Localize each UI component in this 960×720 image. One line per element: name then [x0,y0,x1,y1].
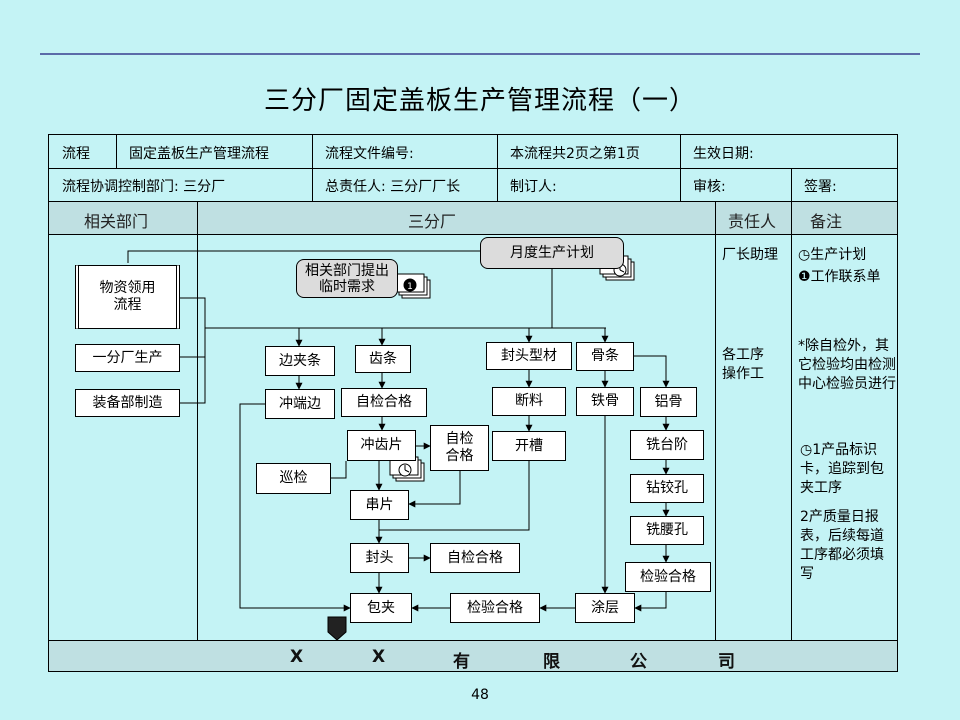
col-owner-header: 责任人 [728,212,777,231]
node-mill-waist: 铣腰孔 [630,516,704,545]
node-punch-edge: 冲端边 [265,389,335,419]
page-title: 三分厂固定盖板生产管理流程（一） [263,86,696,116]
node-monthly-plan: 月度生产计划 [480,237,624,269]
header-effective-date: 生效日期: [693,146,754,162]
node-seal-head: 封头 [350,543,409,573]
footer-band [49,641,897,671]
col-note-header: 备注 [810,212,843,231]
process-table [48,134,898,672]
header-cell-border [791,168,792,201]
header-process-name: 固定盖板生产管理流程 [129,146,269,162]
top-rule [40,53,920,55]
node-groove: 开槽 [492,431,566,461]
header-page-info: 本流程共2页之第1页 [510,146,640,162]
col-dept-header: 相关部门 [84,212,149,231]
node-mill-step: 铣台阶 [630,430,704,460]
header-cell-border [312,135,313,201]
document-icon: 1 [395,273,431,299]
flow-start-marker [327,616,347,641]
number-one-icon: ❶ [798,269,811,285]
note-id-card-text: 1产品标识卡，追踪到包夹工序 [800,442,884,496]
node-material: 物资领用流程 [75,265,180,329]
footer-char: X [290,647,304,667]
node-al-bone: 铝骨 [640,387,697,417]
node-punch-tooth: 冲齿片 [347,430,416,461]
node-wrap: 包夹 [350,593,412,623]
node-side-strip: 边夹条 [265,346,335,376]
footer-divider [49,640,897,641]
header-cell-border [497,135,498,201]
header-sign: 签署: [804,179,837,195]
node-self-check-1: 自检合格 [341,388,427,417]
node-iron-bone: 铁骨 [576,387,634,416]
node-tooth-strip: 齿条 [355,345,411,373]
svg-text:1: 1 [407,282,413,292]
node-branch1: 一分厂生产 [75,344,180,372]
node-temp-demand: 相关部门提出临时需求 [296,259,398,298]
node-check-ok: 检验合格 [625,562,711,592]
node-inspect: 巡检 [256,463,331,494]
node-drill-hole: 钻铰孔 [630,474,704,503]
column-separator [197,202,198,641]
note-plan: ◷生产计划 [798,246,898,265]
note-daily-report: 2产质量日报表，后续每道工序都必须填写 [800,509,884,582]
header-process-label: 流程 [62,146,90,162]
header-review: 审核: [693,179,726,195]
footer-char: 有 [453,652,470,672]
footer-char: 限 [543,652,560,672]
node-string-piece: 串片 [350,490,409,520]
header-divider [49,201,897,202]
note-plan-text: 生产计划 [810,247,867,263]
page-number: 48 [471,687,489,703]
note-inspection: *除自检外，其它检验均由检测中心检验员进行 [798,338,896,392]
header-coord-dept: 流程协调控制部门: 三分厂 [62,179,226,195]
footer-char: 公 [630,652,647,672]
header-doc-number: 流程文件编号: [325,146,414,162]
column-separator [715,202,716,641]
node-bone: 骨条 [576,342,634,371]
header-cell-border [680,135,681,201]
header-chief: 总责任人: 三分厂厂长 [325,179,461,195]
node-self-check-2: 自检合格 [430,425,489,471]
document-icon [389,456,425,482]
owner-operators: 各工序操作工 [722,347,764,382]
col-factory-header: 三分厂 [408,212,457,231]
note-id-card: ◷1产品标识卡，追踪到包夹工序 [800,441,890,498]
clock-icon: ◷ [800,442,813,458]
header-author: 制订人: [510,179,557,195]
owner-assistant: 厂长助理 [722,247,778,263]
header-cell-border [116,135,117,168]
node-equip: 装备部制造 [75,389,180,417]
footer-char: X [372,647,386,667]
column-separator [791,202,792,641]
node-seal-profile: 封头型材 [486,342,572,370]
header-divider [49,168,897,169]
note-contact-text: 工作联系单 [810,269,881,285]
node-coating: 涂层 [575,593,635,623]
note-contact: ❶工作联系单 [798,268,898,287]
footer-char: 司 [718,652,735,672]
node-check-ok-2: 检验合格 [450,593,540,623]
clock-icon: ◷ [798,247,811,263]
node-self-check-3: 自检合格 [430,543,520,573]
node-cut: 断料 [492,387,566,416]
column-header-band [49,202,897,234]
band-divider [49,234,897,235]
